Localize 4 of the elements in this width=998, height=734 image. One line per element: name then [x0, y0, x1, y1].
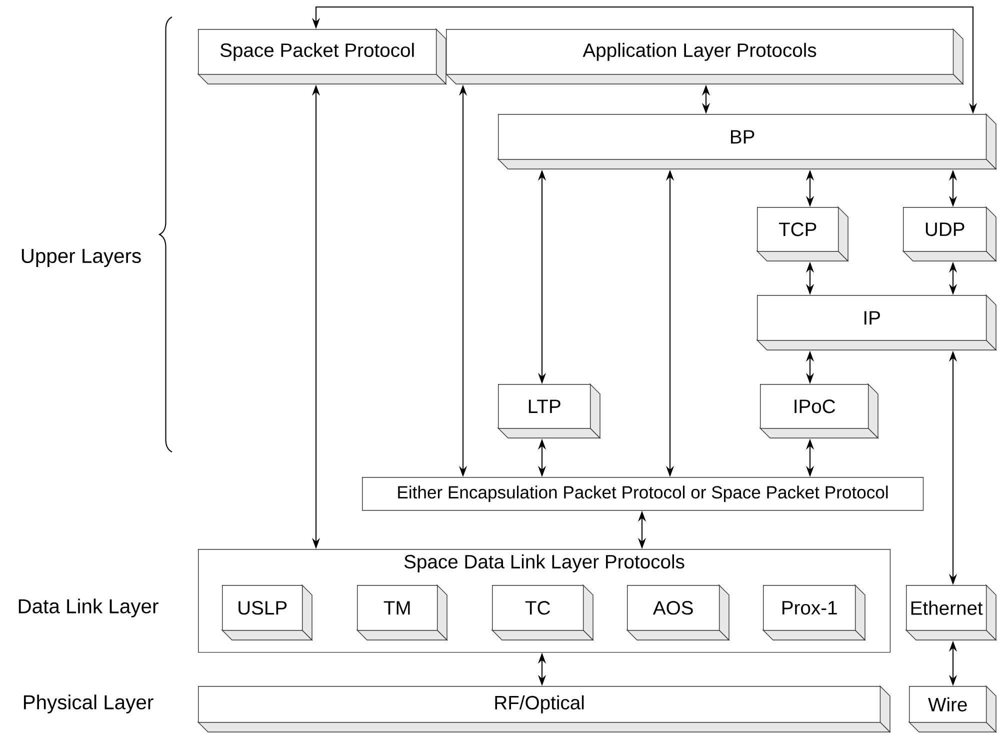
layer-label: Physical Layer	[24, 694, 154, 714]
layer-label: Upper Layers	[22, 248, 141, 268]
protocol-box: Either Encapsulation Packet Protocol or Space Packet Protocol	[362, 477, 924, 511]
layer-label: Data Link Layer	[18, 598, 158, 618]
